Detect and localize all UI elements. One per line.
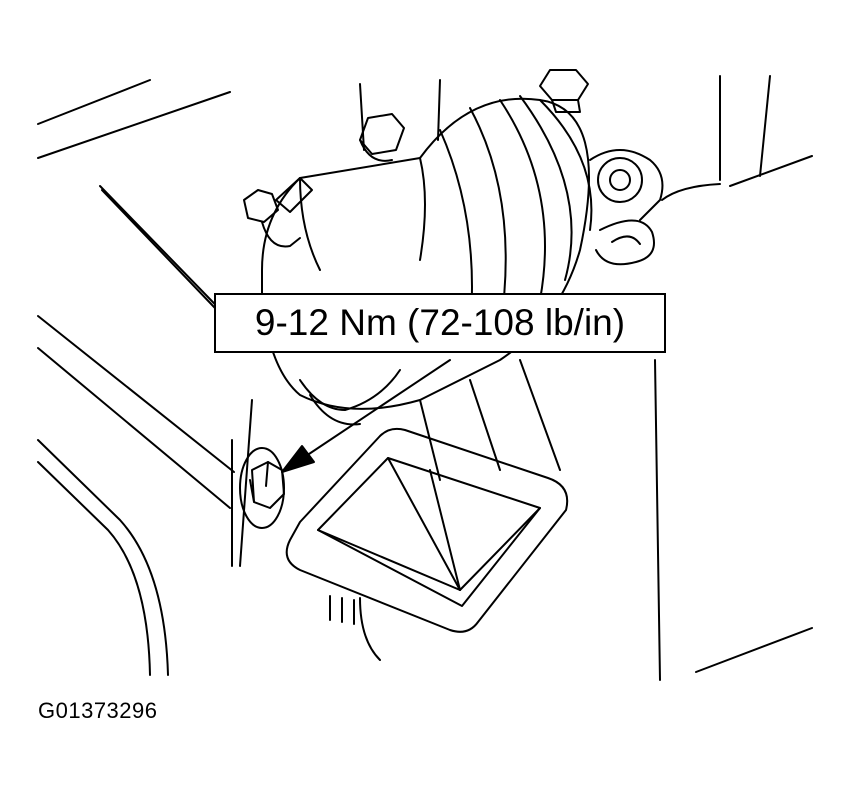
right-bracket [589, 149, 664, 266]
pedal-pad [285, 427, 569, 633]
figure-id-label: G01373296 [38, 698, 158, 723]
pedal-arm [329, 359, 561, 661]
torque-spec-callout: 9-12 Nm (72-108 lb/in) [214, 293, 666, 353]
upper-bolts [243, 69, 589, 248]
booster-housing [261, 95, 593, 426]
mounting-nut [239, 447, 285, 529]
background-panel-lines [37, 75, 813, 681]
leader-arrow [281, 359, 451, 473]
